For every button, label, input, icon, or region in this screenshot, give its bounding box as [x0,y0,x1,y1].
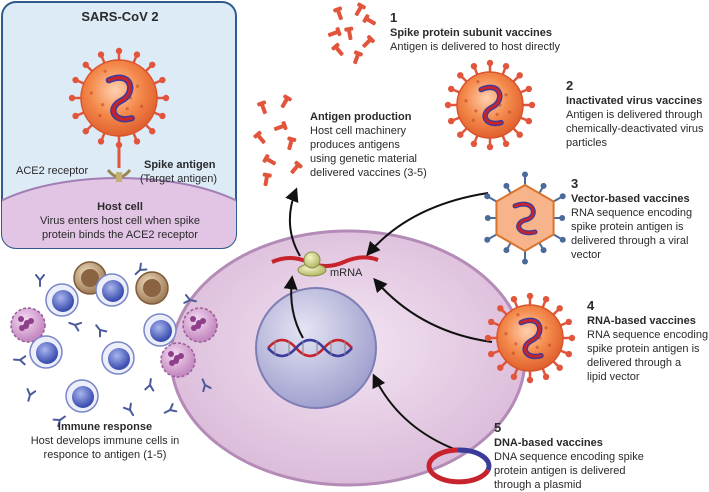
rna-lipid-vector-icon [484,292,576,384]
immune-response-title: Immune response [57,421,153,433]
spike-antigen-sub: (Target antigen) [140,173,218,185]
spike-antigen-label: Spike antigen [144,159,216,171]
arrow-to-antigen [285,187,301,257]
antigen-production-line-4: delivered vaccines (3-5) [310,167,427,179]
antigen-production-line-2: produces antigens [310,139,400,151]
antigen-production-line-1: Host cell machinery [310,125,406,137]
virus-particles [68,47,576,384]
vaccine-2-line-2: chemically-deactivated virus [566,123,704,135]
inset-panel [1,1,237,249]
viral-vector-icon [484,171,566,265]
vaccine-3-number: 3 [571,176,579,191]
vaccine-2-line-1: Antigen is delivered through [566,109,703,121]
antigen-production-title: Antigen production [310,111,412,123]
dna-helix-icon [267,338,353,358]
immune-response-line-1: Host develops immune cells in [30,435,180,447]
immune-cells-cluster [10,261,218,428]
inactivated-virus-icon [444,59,536,151]
vaccine-1-number: 1 [390,10,398,25]
inset-virus-icon [68,47,170,149]
vaccine-4-line-1: RNA sequence encoding [587,329,709,341]
vaccine-5-number: 5 [494,420,502,435]
arrow-dna-to-nucleus [372,373,463,453]
vaccine-1-line-1: Antigen is delivered to host directly [390,41,560,53]
host-cell-desc-2: protein binds the ACE2 receptor [42,229,198,241]
vaccine-4-line-4: lipid vector [587,371,640,383]
mrna-strand-icon [271,251,379,277]
arrows [283,187,493,453]
arrow-vector-to-mrna [366,192,489,257]
vaccine-4-line-2: spike protein antigen is [587,343,700,355]
vaccine-4-title: RNA-based vaccines [587,315,696,327]
immune-response-line-2: responce to antigen (1-5) [43,449,167,461]
vaccine-3-line-3: delivered through a viral [571,235,689,247]
vaccine-3-line-1: RNA sequence encoding [571,207,693,219]
vaccine-5-line-1: DNA sequence encoding spike [494,451,644,463]
spike-subunit-fragments [327,2,377,65]
vaccine-5-line-2: protein antigen is delivered [494,465,626,477]
vaccine-5-line-3: through a plasmid [494,479,582,491]
arrow-rna-to-mrna [373,277,493,343]
vaccine-4-line-3: delivered through a [587,357,682,369]
vaccine-2-title: Inactivated virus vaccines [566,95,703,107]
vaccine-5-title: DNA-based vaccines [494,437,603,449]
vaccine-3-line-2: spike protein antigen is [571,221,684,233]
vaccine-2-number: 2 [566,78,574,93]
antigen-fragments [253,94,303,187]
host-cell-title: Host cell [97,201,143,213]
inset-title: SARS-CoV 2 [81,9,159,24]
host-cell-desc-1: Virus enters host cell when spike [40,215,200,227]
vaccine-4-number: 4 [587,298,595,313]
ace2-receptor-icon [106,169,132,182]
vaccine-3-title: Vector-based vaccines [571,193,690,205]
vaccine-2-line-3: particles [566,137,607,149]
mrna-label: mRNA [330,267,363,279]
antigen-production-line-3: using genetic material [310,153,418,165]
plasmid-icon [426,447,492,485]
nucleus-icon [255,287,377,409]
arrow-dna-to-mrna [283,275,304,339]
vaccine-3-line-4: vector [571,249,601,261]
vaccine-1-title: Spike protein subunit vaccines [390,27,552,39]
ace2-receptor-label: ACE2 receptor [16,165,89,177]
